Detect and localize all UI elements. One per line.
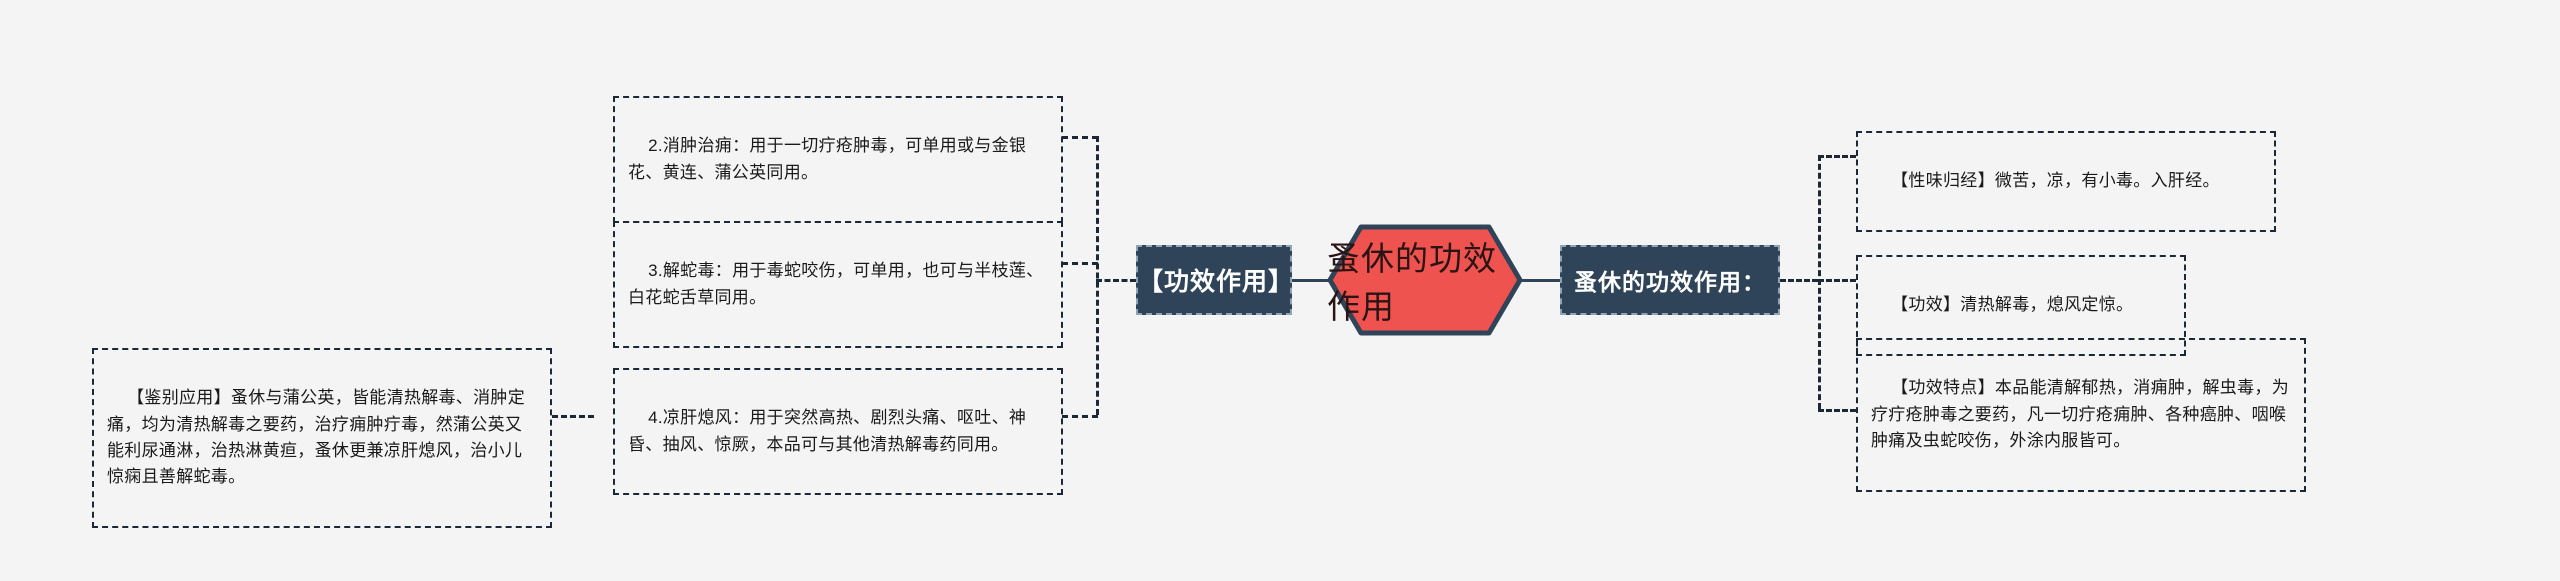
connector-jianbie-to-box4 [552, 415, 594, 418]
connector-gongxiao-stub [1818, 279, 1856, 282]
node-text: 【鉴别应用】蚤休与蒲公英，皆能清热解毒、消肿定痛，均为清热解毒之要药，治疗痈肿疔… [107, 388, 525, 487]
node-left-header[interactable]: 【功效作用】 [1136, 245, 1295, 315]
node-xingwei-guijing[interactable]: 【性味归经】微苦，凉，有小毒。入肝经。 [1856, 131, 2276, 233]
connector-center-to-right-header [1518, 279, 1562, 282]
connector-left-spine-to-header [1096, 279, 1136, 282]
node-text: 【功效特点】本品能清解郁热，消痈肿，解虫毒，为疗疔疮肿毒之要药，凡一切疔疮痈肿、… [1871, 378, 2289, 451]
connector-right-header-to-spine [1780, 279, 1818, 282]
node-xiaozhong-zhiyong[interactable]: 2.消肿治痈：用于一切疔疮肿毒，可单用或与金银花、黄连、蒲公英同用。 [613, 96, 1063, 224]
node-text: 2.消肿治痈：用于一切疔疮肿毒，可单用或与金银花、黄连、蒲公英同用。 [628, 136, 1027, 182]
node-jie-shedu[interactable]: 3.解蛇毒：用于毒蛇咬伤，可单用，也可与半枝莲、白花蛇舌草同用。 [613, 221, 1063, 349]
node-text: 【功效】清热解毒，熄风定惊。 [1891, 295, 2134, 315]
node-right-header[interactable]: 蚤休的功效作用： [1560, 245, 1780, 315]
node-label: 【功效作用】 [1138, 268, 1295, 296]
connector-box2-stub [1062, 136, 1098, 139]
node-jianbie-yingyong[interactable]: 【鉴别应用】蚤休与蒲公英，皆能清热解毒、消肿定痛，均为清热解毒之要药，治疗痈肿疔… [92, 348, 552, 529]
connector-left-spine [1096, 136, 1099, 415]
connector-gongxiao-tedian-stub [1818, 409, 1856, 412]
center-node-hexagon[interactable]: 蚤休的功效作用 [1327, 224, 1523, 336]
node-label: 蚤休的功效作用： [1574, 269, 1766, 295]
connector-xingwei-stub [1818, 155, 1856, 158]
node-gongxiao[interactable]: 【功效】清热解毒，熄风定惊。 [1856, 255, 2186, 357]
connector-right-spine [1818, 155, 1821, 409]
connector-box3-stub [1062, 262, 1098, 265]
node-text: 4.凉肝熄风：用于突然高热、剧烈头痛、呕吐、神昏、抽风、惊厥，本品可与其他清热解… [628, 408, 1027, 454]
node-text: 【性味归经】微苦，凉，有小毒。入肝经。 [1891, 171, 2220, 191]
hexagon-shape [1327, 224, 1523, 336]
node-gongxiao-tedian[interactable]: 【功效特点】本品能清解郁热，消痈肿，解虫毒，为疗疔疮肿毒之要药，凡一切疔疮痈肿、… [1856, 338, 2306, 492]
node-text: 3.解蛇毒：用于毒蛇咬伤，可单用，也可与半枝莲、白花蛇舌草同用。 [628, 261, 1044, 307]
node-lianggan-xifeng[interactable]: 4.凉肝熄风：用于突然高热、剧烈头痛、呕吐、神昏、抽风、惊厥，本品可与其他清热解… [613, 368, 1063, 496]
connector-box4-stub [1062, 415, 1098, 418]
